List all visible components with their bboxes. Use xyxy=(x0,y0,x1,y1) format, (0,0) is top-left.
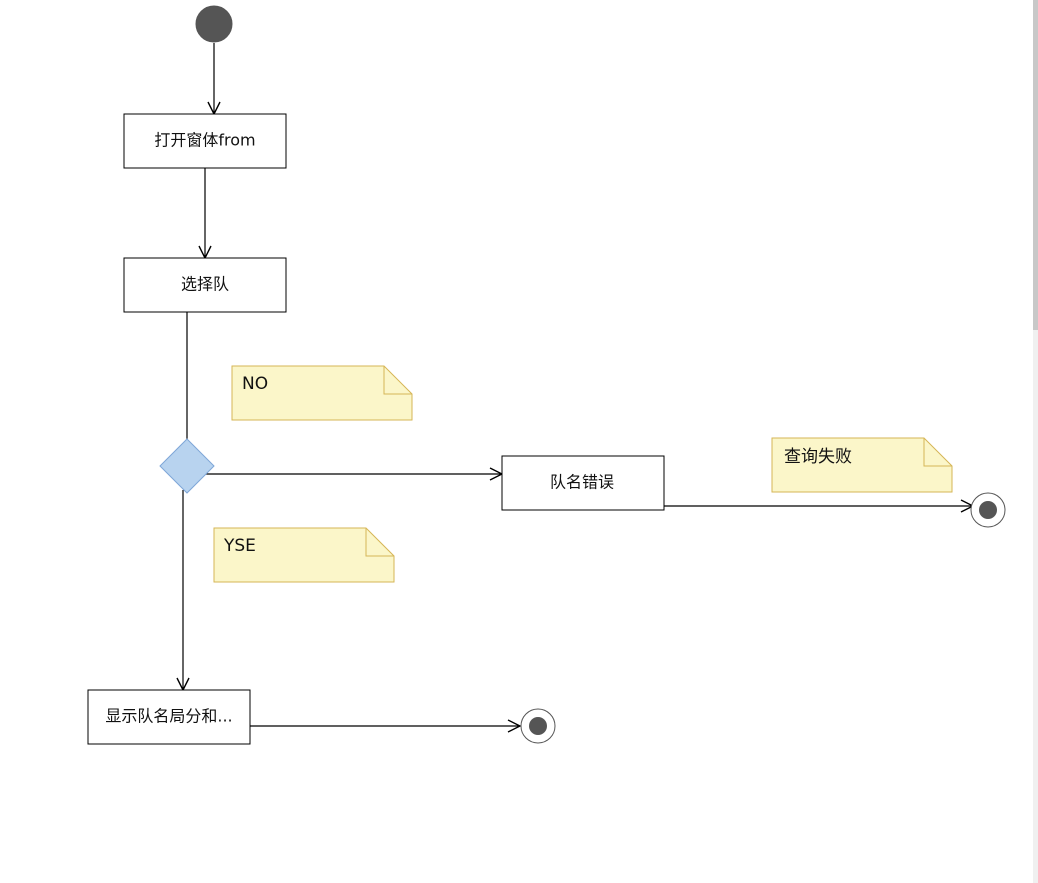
decision-node xyxy=(159,438,215,494)
end-node-success-inner xyxy=(529,717,547,735)
action-select-team: 选择队 xyxy=(123,257,287,313)
note-no-fold xyxy=(383,366,412,395)
note-yse-fold xyxy=(365,528,394,557)
action-team-name-error: 队名错误 xyxy=(501,455,665,511)
vertical-scrollbar-thumb[interactable] xyxy=(1033,0,1038,330)
action-select-team-box xyxy=(123,257,287,313)
note-yse-label: YSE xyxy=(223,536,256,556)
action-show-team-info: 显示队名局分和... xyxy=(87,689,251,745)
note-yse: YSE xyxy=(213,527,395,583)
action-team-name-error-label: 队名错误 xyxy=(550,473,614,492)
note-no-shape xyxy=(231,365,413,421)
end-node-error-inner xyxy=(979,501,997,519)
note-query-failed-shape xyxy=(771,437,953,493)
note-query-failed-label: 查询失败 xyxy=(784,447,852,467)
action-open-form-box xyxy=(123,113,287,169)
note-no-label: NO xyxy=(242,374,268,394)
note-no: NO xyxy=(231,365,413,421)
action-open-form: 打开窗体from xyxy=(123,113,287,169)
note-query-failed: 查询失败 xyxy=(771,437,953,493)
start-node xyxy=(195,5,233,43)
note-query-failed-fold xyxy=(923,438,952,467)
action-show-team-info-label: 显示队名局分和... xyxy=(105,707,232,726)
action-open-form-label: 打开窗体from xyxy=(154,131,255,150)
end-node-error xyxy=(970,492,1006,528)
action-select-team-label: 选择队 xyxy=(181,275,229,294)
vertical-scrollbar[interactable] xyxy=(1033,0,1038,883)
action-team-name-error-box xyxy=(501,455,665,511)
end-node-success xyxy=(520,708,556,744)
note-yse-shape xyxy=(213,527,395,583)
action-show-team-info-box xyxy=(87,689,251,745)
